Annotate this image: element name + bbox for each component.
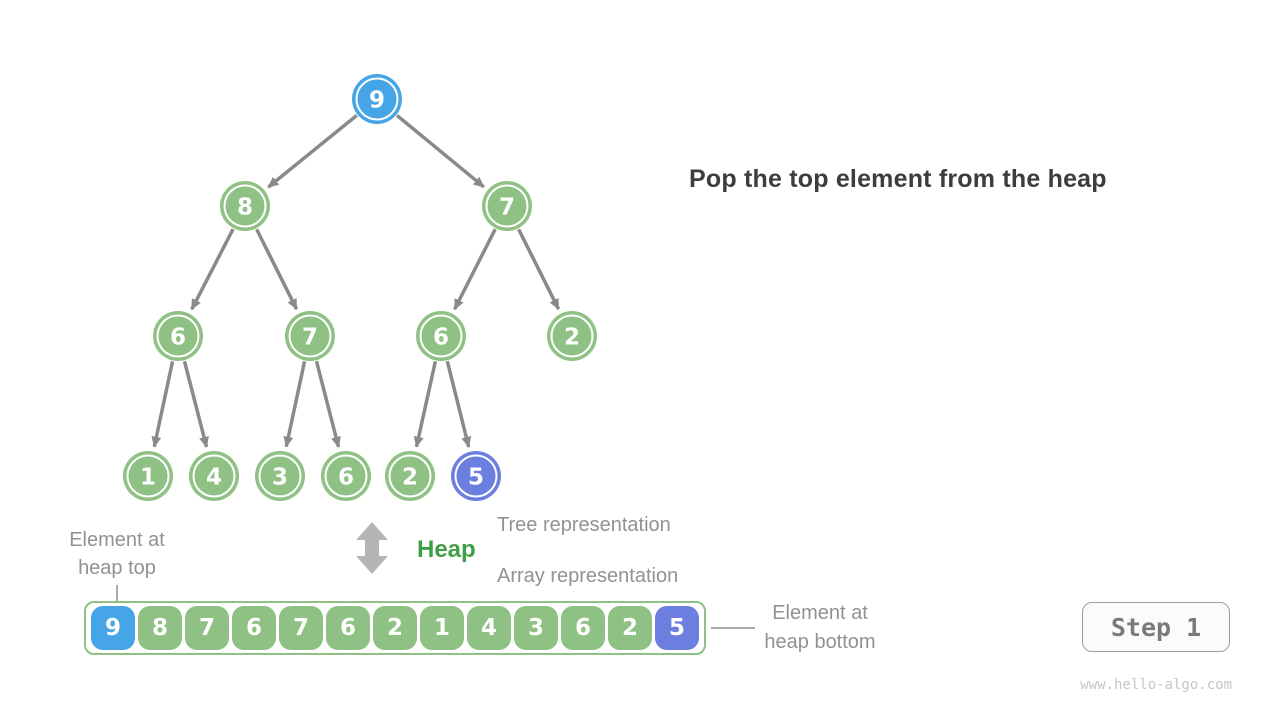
heap-top-connector-line xyxy=(116,585,118,605)
step-button-label: Step 1 xyxy=(1110,612,1202,642)
tree-node-value: 3 xyxy=(272,464,288,490)
array-cell: 4 xyxy=(467,606,511,650)
tree-node: 2 xyxy=(547,311,597,361)
tree-edge xyxy=(255,228,299,311)
tree-representation-label: Tree representation xyxy=(497,514,671,536)
array-cell: 6 xyxy=(232,606,276,650)
up-down-arrow-icon xyxy=(356,522,388,574)
tree-node: 5 xyxy=(451,451,501,501)
array-cell: 2 xyxy=(373,606,417,650)
watermark: www.hello-algo.com xyxy=(1080,677,1232,693)
tree-node-value: 7 xyxy=(302,324,318,350)
tree-edge xyxy=(190,228,235,311)
page-title: Pop the top element from the heap xyxy=(689,165,1107,193)
tree-edge xyxy=(314,360,341,448)
tree-node: 6 xyxy=(416,311,466,361)
tree-edge xyxy=(395,114,485,189)
tree-node: 6 xyxy=(153,311,203,361)
tree-node: 1 xyxy=(123,451,173,501)
tree-node: 8 xyxy=(220,181,270,231)
heap-label: Heap xyxy=(417,536,476,563)
tree-edge xyxy=(445,360,472,448)
tree-node: 6 xyxy=(321,451,371,501)
tree-node: 3 xyxy=(255,451,305,501)
array-cell: 9 xyxy=(91,606,135,650)
tree-node-value: 9 xyxy=(369,87,385,113)
tree-edge xyxy=(283,361,307,448)
tree-edge xyxy=(267,114,358,189)
array-cell: 2 xyxy=(608,606,652,650)
tree-node: 4 xyxy=(189,451,239,501)
tree-node: 7 xyxy=(482,181,532,231)
tree-edge xyxy=(413,361,438,448)
tree-node-value: 6 xyxy=(170,324,186,350)
tree-edge xyxy=(182,360,209,448)
tree-edge xyxy=(151,361,175,448)
element-at-heap-bottom-label: Element at heap bottom xyxy=(764,602,876,653)
array-cell: 8 xyxy=(138,606,182,650)
array-cell: 1 xyxy=(420,606,464,650)
element-at-heap-top-label: Element at heap top xyxy=(69,529,165,579)
array-cell: 5 xyxy=(655,606,699,650)
tree-node-value: 4 xyxy=(206,464,222,490)
tree-node: 2 xyxy=(385,451,435,501)
tree-node-value: 1 xyxy=(140,464,156,490)
step-button[interactable]: Step 1 xyxy=(1082,602,1230,652)
array-cell: 6 xyxy=(326,606,370,650)
tree-node-value: 6 xyxy=(338,464,354,490)
tree-edge xyxy=(453,228,497,311)
array-representation-label: Array representation xyxy=(497,565,679,587)
tree-node-value: 5 xyxy=(468,464,484,490)
tree-node-value: 7 xyxy=(499,194,515,220)
array-cell: 3 xyxy=(514,606,558,650)
tree-node-value: 2 xyxy=(402,464,418,490)
tree-edge xyxy=(517,228,561,311)
array-cell: 6 xyxy=(561,606,605,650)
tree-node-value: 6 xyxy=(433,324,449,350)
heap-bottom-connector-line xyxy=(711,627,755,629)
tree-node: 9 xyxy=(352,74,402,124)
tree-node: 7 xyxy=(285,311,335,361)
tree-node-value: 8 xyxy=(237,194,253,220)
array-cell: 7 xyxy=(185,606,229,650)
array-cell: 7 xyxy=(279,606,323,650)
tree-node-value: 2 xyxy=(564,324,580,350)
